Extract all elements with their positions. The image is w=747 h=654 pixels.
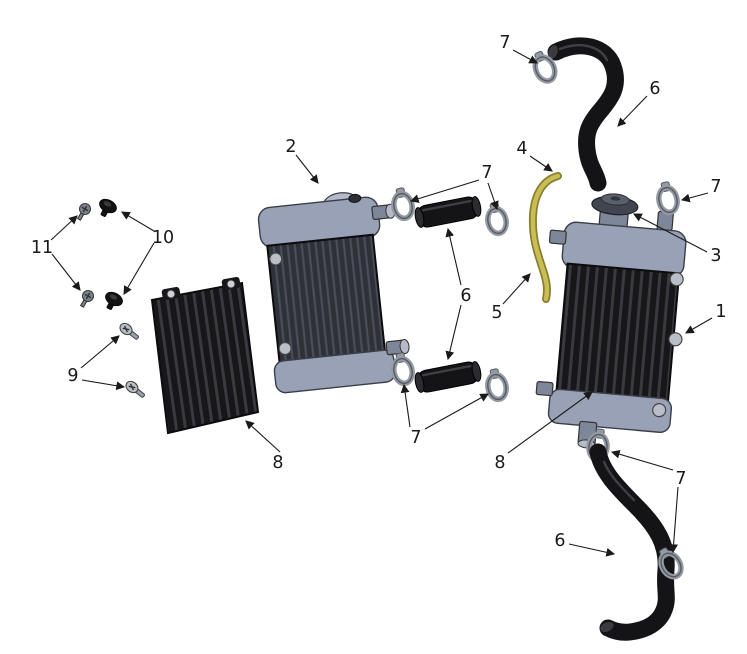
radiator-right-upper-stub: [548, 229, 567, 245]
louver-left-panel: [150, 281, 260, 435]
callout-louver-screws: 9: [67, 366, 78, 386]
upper-hose: [547, 37, 624, 192]
callout-grommets: 10: [152, 228, 174, 248]
grommet-upper: [94, 195, 120, 221]
leader-lines: [50, 49, 713, 557]
crossover-hose-lower: [412, 358, 484, 396]
radiator-left-lower-stub-end: [399, 339, 410, 354]
callout-grommet-screws: 11: [31, 238, 53, 258]
radiator-right-boss-1: [669, 272, 684, 287]
grommet-lower: [100, 288, 126, 314]
callout-crossover-lower-clamps: 7: [410, 428, 421, 448]
callout-lower-hose: 6: [554, 531, 565, 551]
callout-right-radiator: 1: [715, 302, 726, 322]
upper-hose-assembly: [529, 37, 679, 215]
callout-right-louver: 8: [494, 453, 505, 473]
louver-hole-right: [226, 279, 236, 289]
lower-hose-assembly: [588, 428, 685, 641]
callout-crossover-hoses: 6: [460, 286, 471, 306]
lower-hose-sheen: [602, 460, 636, 502]
louver-left: [150, 276, 260, 435]
crossover-hoses: [390, 187, 508, 402]
callout-clamp-upper-hose: 7: [499, 33, 510, 53]
callout-crossover-upper-clamps: 7: [481, 163, 492, 183]
screw-upper: [73, 200, 94, 223]
radiator-left-boss-lower: [278, 341, 292, 356]
upper-hose-opening: [548, 45, 558, 59]
radiator-left-filler-hole: [348, 193, 362, 203]
crossover-hose-upper: [412, 193, 484, 231]
hose-clamp: [484, 368, 508, 402]
radiator-cap-center: [610, 196, 621, 201]
radiator-right: [535, 193, 687, 449]
lower-hose: [589, 443, 675, 641]
bolt-upper: [117, 320, 142, 343]
callout-left-radiator: 2: [285, 137, 296, 157]
hose-clamp: [655, 181, 679, 215]
radiator-right-boss-3: [652, 403, 667, 418]
radiator-right-lower-stub: [535, 380, 554, 397]
radiator-right-bottom-tank: [547, 388, 673, 433]
louver-bolts: [117, 320, 148, 401]
vent-hose: [528, 172, 562, 303]
radiator-right-boss-2: [668, 332, 683, 347]
bolt-lower: [123, 378, 148, 401]
radiator-left: [257, 192, 410, 394]
callout-vent-hose: 5: [491, 303, 502, 323]
callout-lower-hose-clamps: 7: [675, 469, 686, 489]
callout-labels: 7 6 2 4 7 7 10 11 3 6 5 1 9 7 8 8 7 6: [31, 33, 727, 551]
radiator-cap: [591, 193, 639, 216]
mounting-fasteners: [73, 195, 126, 314]
lower-hose-opening: [600, 621, 614, 633]
callout-cap-side-clamp: 7: [710, 177, 721, 197]
callout-radiator-cap: 3: [710, 246, 721, 266]
callout-upper-hose: 6: [649, 79, 660, 99]
louver-right-panel: [555, 262, 681, 404]
upper-hose-sheen: [558, 44, 609, 62]
callout-vent-fitting: 4: [516, 139, 527, 159]
louver-hole-left: [166, 289, 176, 299]
screw-lower: [76, 287, 97, 310]
radiator-left-boss-upper: [269, 252, 283, 266]
vent-hose-tube: [530, 173, 561, 302]
hose-clamp: [390, 352, 414, 386]
callout-left-louver: 8: [272, 453, 283, 473]
